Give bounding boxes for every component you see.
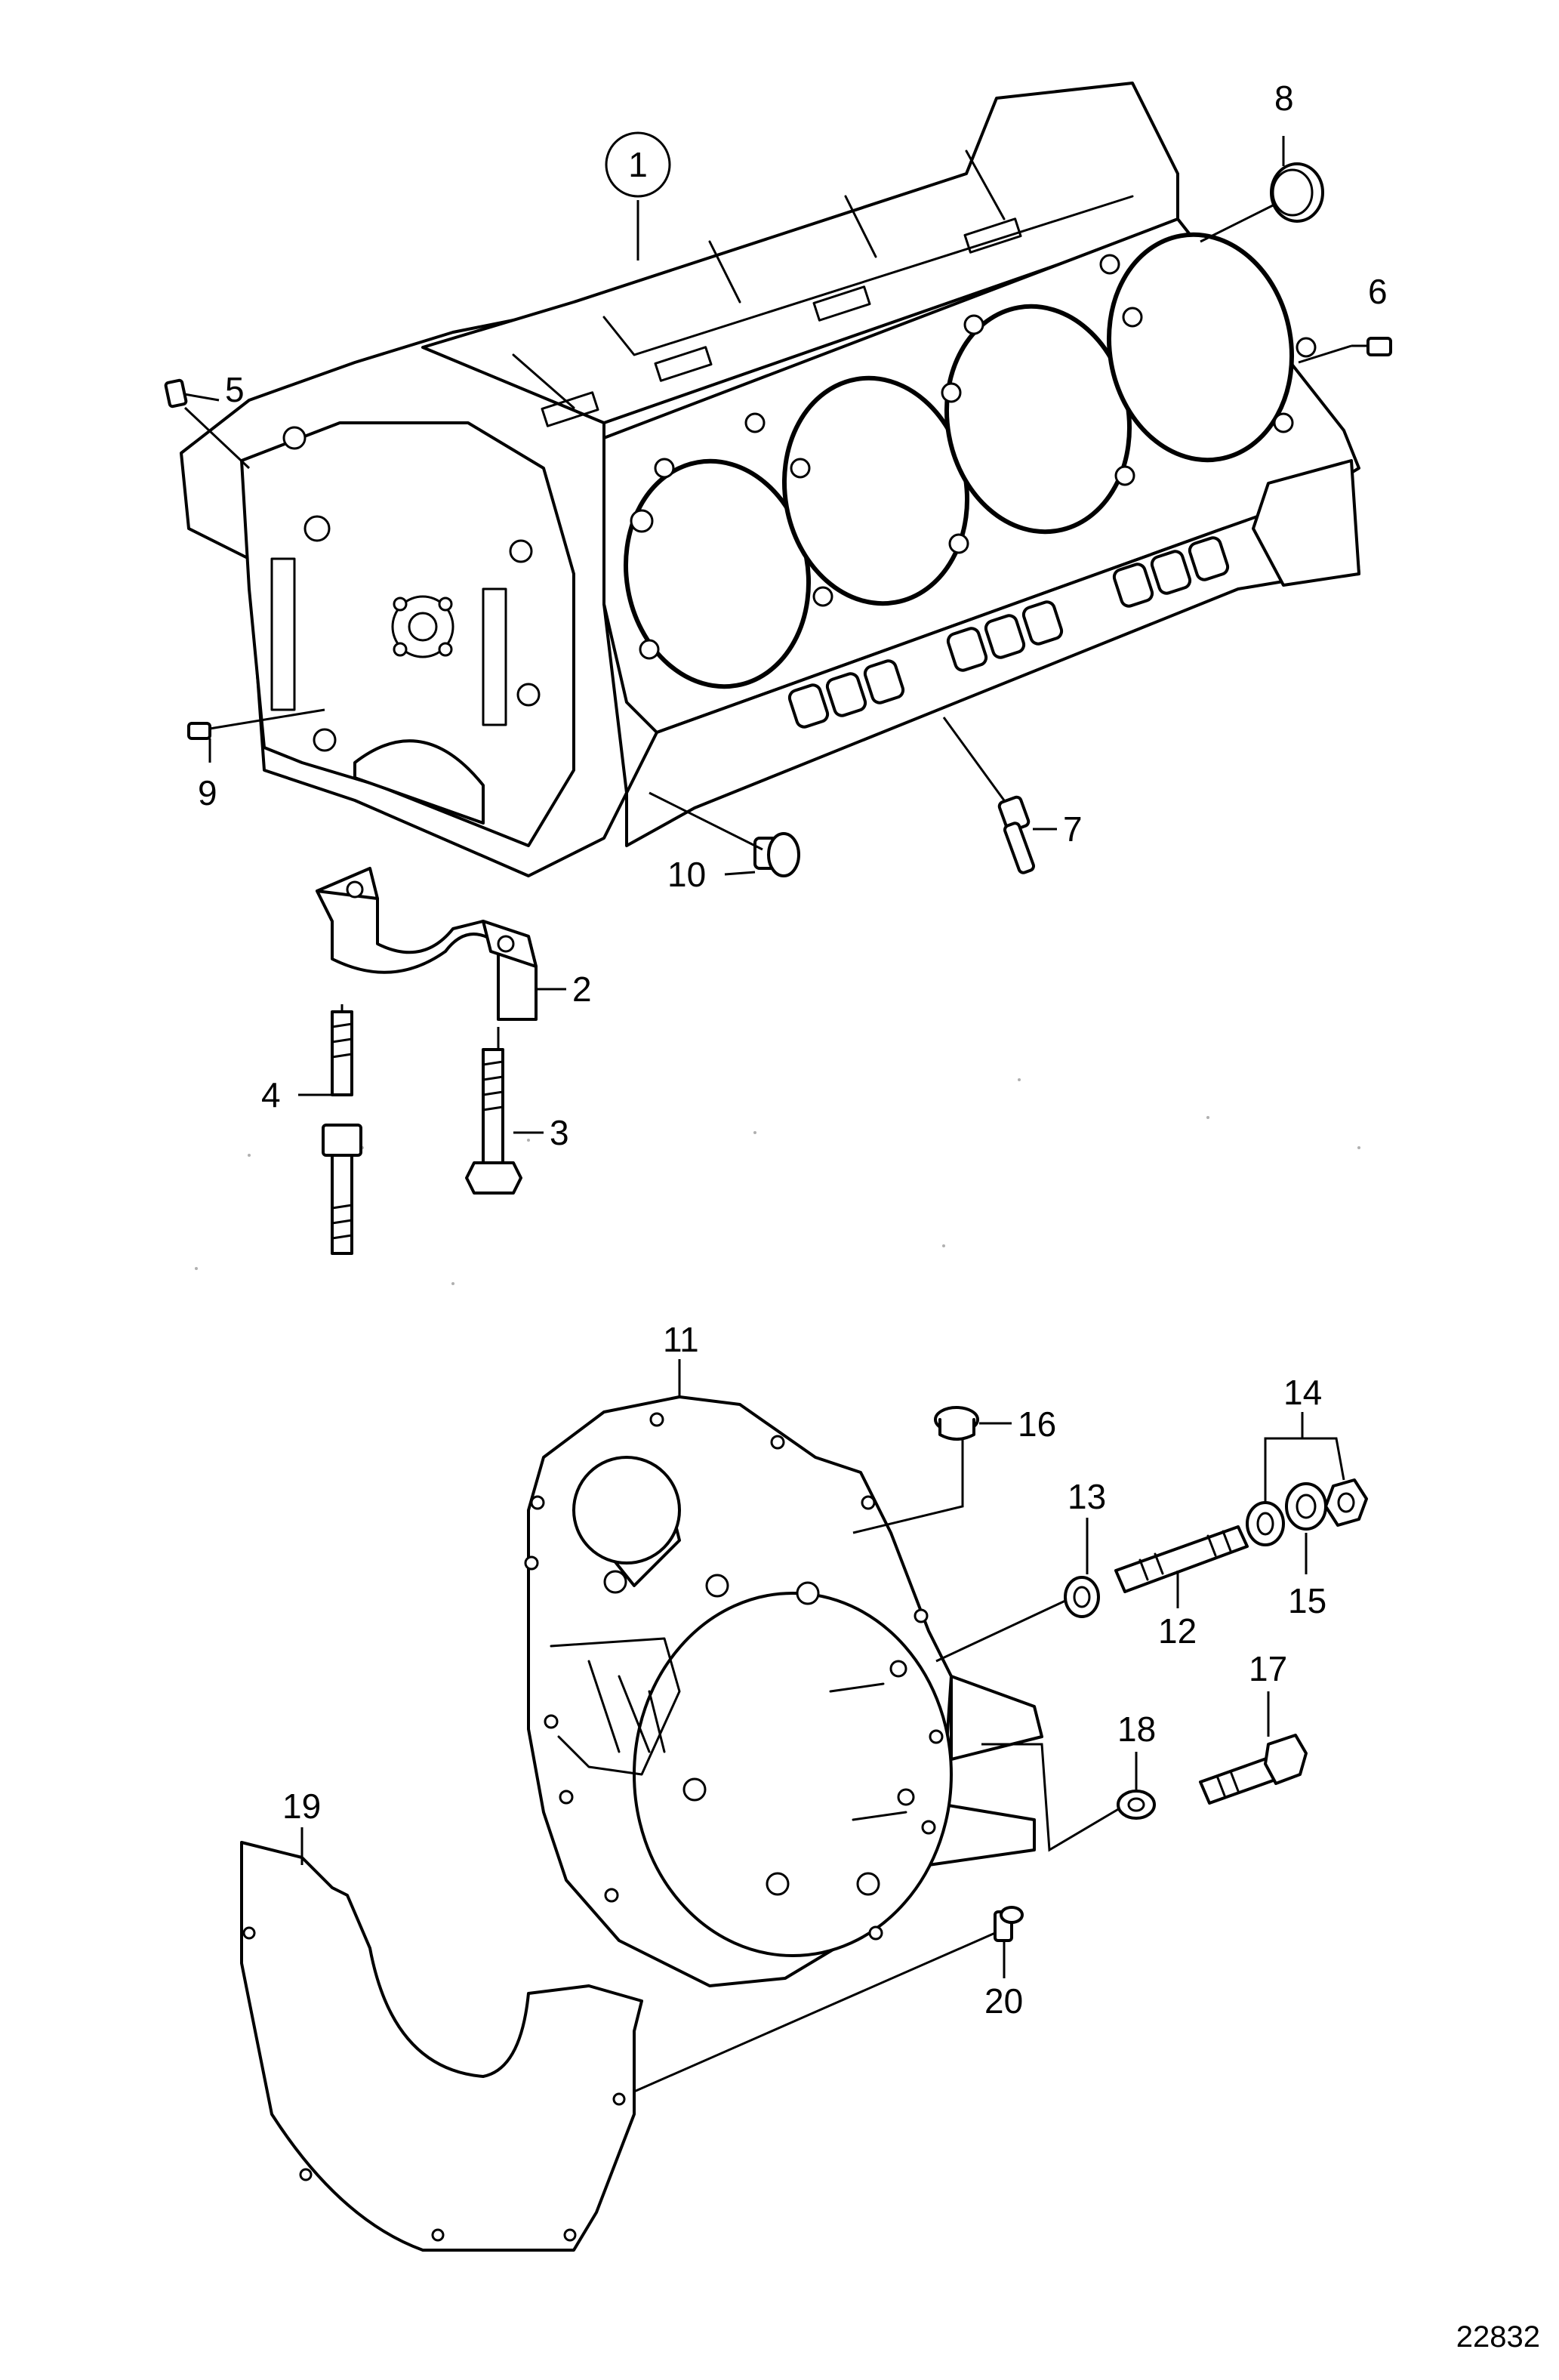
figure-number: 22832 xyxy=(1456,2320,1540,2354)
oil-pressure-sensor-7 xyxy=(997,795,1035,874)
callout-20-label: 20 xyxy=(984,1981,1023,2021)
callout-6-label: 6 xyxy=(1368,272,1388,311)
main-bearing-bolt-3 xyxy=(465,1048,522,1195)
callout-9-label: 9 xyxy=(198,773,217,812)
lock-washer-15 xyxy=(1285,1482,1327,1531)
callout-14-label: 14 xyxy=(1283,1373,1322,1412)
callout-11-label: 11 xyxy=(663,1320,699,1359)
bolt-17 xyxy=(1199,1734,1308,1805)
callout-16-label: 16 xyxy=(1018,1404,1056,1444)
drain-plug-10 xyxy=(753,832,800,877)
engine-block xyxy=(180,82,1360,877)
nut-14 xyxy=(1324,1478,1368,1527)
callout-5-label: 5 xyxy=(225,370,245,409)
flywheel-housing xyxy=(524,1395,1043,1987)
callout-labels: 1 2 3 4 5 6 7 8 9 10 11 12 13 14 15 16 1… xyxy=(198,79,1388,2021)
dowel-pin-5 xyxy=(164,378,188,408)
leader-lines xyxy=(183,136,1368,2093)
lifter-bosses xyxy=(787,536,1230,729)
callout-1: 1 xyxy=(605,131,671,198)
flywheel-cover-plate xyxy=(240,1841,643,2252)
washer-14 xyxy=(1246,1501,1285,1546)
callout-19-label: 19 xyxy=(282,1787,321,1826)
washer-13 xyxy=(1064,1576,1100,1618)
dowel-pin-9 xyxy=(187,722,211,740)
callout-2-label: 2 xyxy=(572,970,592,1009)
stud-12 xyxy=(1114,1525,1249,1593)
callout-15-label: 15 xyxy=(1288,1581,1326,1620)
expansion-plug-8 xyxy=(1270,162,1324,223)
callout-1-label: 1 xyxy=(628,145,648,184)
main-bearing-cap xyxy=(316,867,538,1021)
callout-13-label: 13 xyxy=(1068,1477,1106,1516)
bolt-20 xyxy=(994,1906,1024,1942)
dowel-pin-6 xyxy=(1366,337,1392,356)
washer-18 xyxy=(1117,1790,1156,1820)
callout-10-label: 10 xyxy=(667,855,706,894)
callout-12-label: 12 xyxy=(1158,1611,1197,1651)
callout-4-label: 4 xyxy=(261,1075,281,1114)
callout-18-label: 18 xyxy=(1117,1709,1156,1749)
callout-17-label: 17 xyxy=(1249,1649,1287,1688)
main-bearing-stud-4 xyxy=(322,1010,362,1255)
callout-7-label: 7 xyxy=(1063,809,1083,849)
callout-3-label: 3 xyxy=(550,1113,569,1152)
scan-noise xyxy=(195,1078,1360,1285)
callout-8-label: 8 xyxy=(1274,79,1294,118)
plug-16 xyxy=(934,1406,979,1441)
